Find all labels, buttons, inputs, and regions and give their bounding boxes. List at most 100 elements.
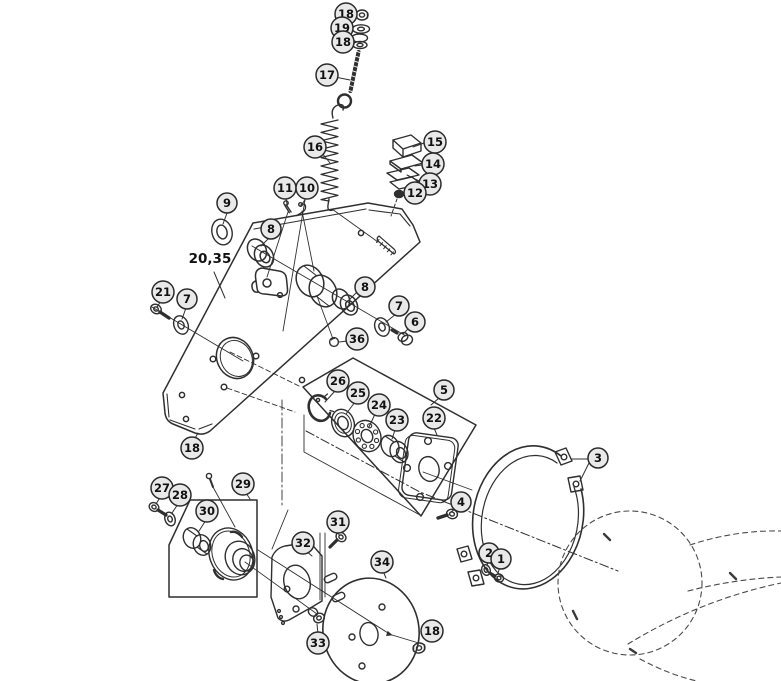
svg-text:13: 13	[422, 177, 438, 191]
callout-7: 7	[388, 295, 410, 317]
callout-32: 32	[291, 531, 315, 555]
svg-text:1: 1	[497, 552, 505, 566]
bearing-24	[352, 419, 382, 453]
bolt-1	[488, 571, 505, 583]
callout-17: 17	[315, 63, 339, 87]
callout-11: 11	[273, 176, 297, 200]
callout-27: 27	[150, 476, 174, 500]
nut-18-top	[355, 9, 369, 21]
svg-text:12: 12	[407, 186, 423, 200]
svg-text:11: 11	[277, 181, 293, 195]
callout-31: 31	[326, 510, 350, 534]
bushing-8-right	[331, 288, 359, 316]
svg-text:29: 29	[235, 477, 251, 491]
svg-text:7: 7	[183, 292, 191, 306]
svg-text:24: 24	[371, 398, 387, 412]
washer-28	[164, 511, 176, 527]
callout-30: 30	[195, 499, 219, 523]
svg-text:8: 8	[267, 222, 275, 236]
callout-leaders	[155, 13, 590, 635]
drum-lugs	[571, 532, 738, 655]
callout-28: 28	[168, 483, 192, 507]
callout-14: 14	[421, 152, 445, 176]
callout-6: 6	[404, 311, 426, 333]
scraper-ring-3	[456, 445, 585, 590]
hook-bracket	[251, 267, 289, 297]
callout-12: 12	[403, 181, 427, 205]
svg-text:22: 22	[426, 411, 442, 425]
callout-21: 21	[151, 280, 175, 304]
svg-text:33: 33	[310, 636, 326, 650]
ring-tab-bl	[456, 545, 473, 563]
svg-text:18: 18	[184, 441, 200, 455]
callout-22: 22	[422, 406, 446, 430]
svg-text:18: 18	[335, 35, 351, 49]
callout-3: 3	[587, 447, 609, 469]
washer-19	[351, 24, 371, 34]
snap-ring-26	[307, 393, 335, 423]
svg-text:7: 7	[395, 299, 403, 313]
callout-16: 16	[303, 135, 327, 159]
svg-text:31: 31	[330, 515, 346, 529]
svg-text:15: 15	[427, 135, 443, 149]
callout-10: 10	[295, 176, 319, 200]
ring-tab-bottom	[467, 569, 485, 587]
callout-8: 8	[354, 276, 376, 298]
seal-25	[330, 408, 356, 438]
callout-8: 8	[260, 218, 282, 240]
svg-text:30: 30	[199, 504, 215, 518]
washer-7-left	[172, 315, 190, 335]
svg-text:10: 10	[299, 181, 315, 195]
svg-text:18: 18	[424, 624, 440, 638]
pivot-boss	[295, 264, 338, 308]
svg-text:25: 25	[350, 386, 366, 400]
callout-1: 1	[490, 548, 512, 570]
eyebolt-17	[336, 50, 362, 109]
plate-13a	[386, 167, 420, 181]
callout-29: 29	[231, 472, 255, 496]
callout-7: 7	[176, 288, 198, 310]
svg-text:3: 3	[594, 451, 602, 465]
bearing-box-5	[302, 357, 477, 520]
flange-22	[398, 432, 473, 504]
hub-assembly	[208, 527, 256, 581]
callout-18: 18	[180, 436, 204, 460]
svg-text:23: 23	[389, 413, 405, 427]
arm-plate	[162, 202, 421, 435]
svg-text:27: 27	[154, 481, 170, 495]
callout-5: 5	[433, 379, 455, 401]
bolt-4	[436, 508, 459, 520]
svg-text:17: 17	[319, 68, 335, 82]
washer-7-right	[373, 317, 391, 337]
callout-34: 34	[370, 550, 394, 574]
extension-spring	[320, 103, 345, 212]
svg-text:26: 26	[330, 374, 346, 388]
block-15	[392, 134, 422, 158]
callout-18: 18	[420, 619, 444, 643]
callout-26: 26	[326, 369, 350, 393]
callout-25: 25	[346, 381, 370, 405]
closing-disc-34	[244, 549, 426, 681]
washer-9	[211, 218, 233, 246]
svg-text:14: 14	[425, 157, 441, 171]
svg-text:5: 5	[440, 383, 448, 397]
bolt-6	[390, 328, 414, 346]
drum-phantom	[557, 510, 781, 681]
svg-text:2: 2	[485, 546, 493, 560]
bushing-8-left	[246, 238, 275, 268]
construction-lines	[151, 199, 421, 550]
svg-text:32: 32	[295, 536, 311, 550]
callout-18: 18	[331, 30, 355, 54]
svg-text:28: 28	[172, 488, 188, 502]
bolt-31	[328, 531, 347, 549]
callout-36: 36	[345, 327, 369, 351]
plate-14	[389, 154, 424, 173]
callout-23: 23	[385, 408, 409, 432]
svg-text:16: 16	[307, 140, 323, 154]
ring-tab-top	[554, 447, 573, 466]
ball-36	[328, 336, 340, 348]
washer-2	[480, 564, 492, 576]
hub-box-29	[148, 472, 258, 598]
